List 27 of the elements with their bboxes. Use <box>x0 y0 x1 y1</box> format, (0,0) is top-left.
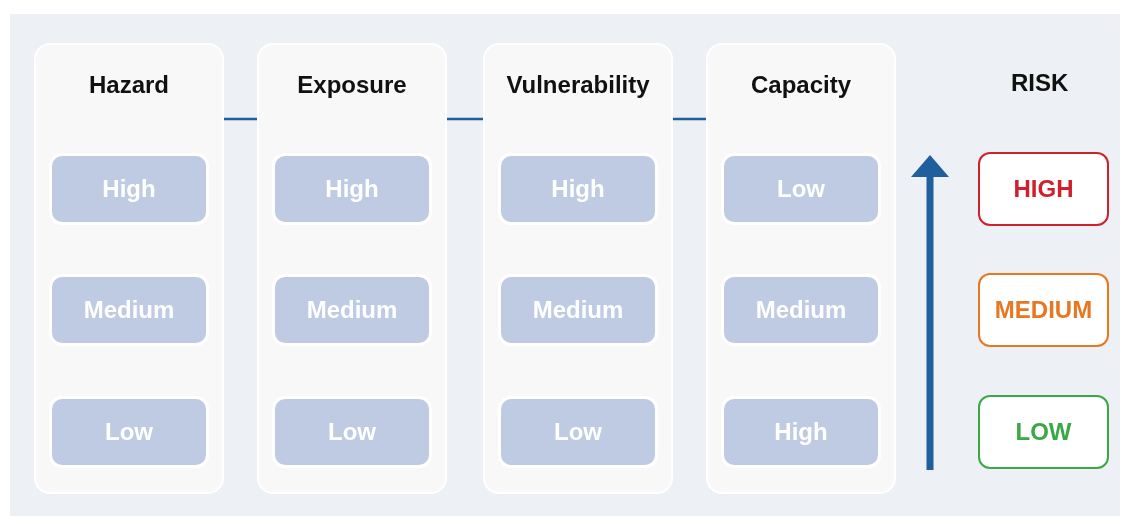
factor-panel <box>257 43 447 494</box>
level-box: Medium <box>275 277 429 343</box>
level-box: High <box>501 156 655 222</box>
level-box: Medium <box>501 277 655 343</box>
level-box: Low <box>501 399 655 465</box>
panel-heading: Capacity <box>749 71 852 99</box>
connector-line <box>673 117 706 121</box>
panel-heading: Hazard <box>88 71 170 99</box>
level-box: Medium <box>52 277 206 343</box>
panel-heading: Exposure <box>296 71 408 99</box>
level-box: High <box>52 156 206 222</box>
level-box: High <box>275 156 429 222</box>
panel-heading: Vulnerability <box>505 71 651 99</box>
connector-line <box>447 117 483 121</box>
factor-panel <box>706 43 896 494</box>
factor-panel <box>483 43 673 494</box>
level-box: Low <box>52 399 206 465</box>
risk-level-box: HIGH <box>978 152 1109 226</box>
level-box: High <box>724 399 878 465</box>
connector-line <box>224 117 257 121</box>
risk-level-box: MEDIUM <box>978 273 1109 347</box>
level-box: Medium <box>724 277 878 343</box>
factor-panel <box>34 43 224 494</box>
risk-level-box: LOW <box>978 395 1109 469</box>
column-heading: RISK <box>1011 69 1069 97</box>
level-box: Low <box>724 156 878 222</box>
level-box: Low <box>275 399 429 465</box>
